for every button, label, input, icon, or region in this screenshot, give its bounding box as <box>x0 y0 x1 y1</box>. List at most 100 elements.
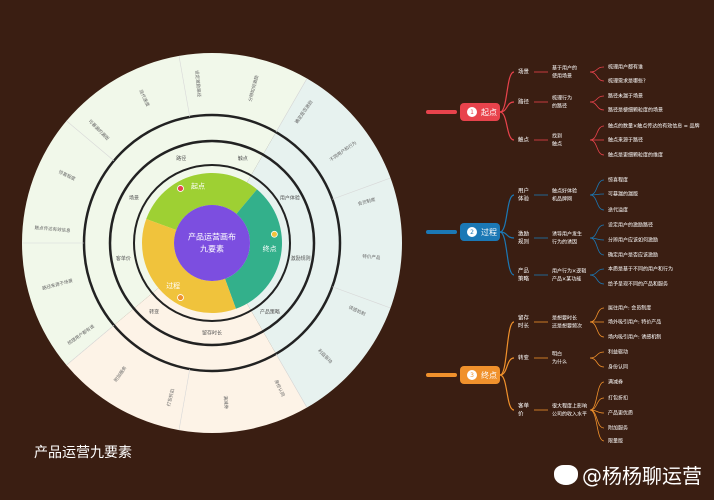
mid-label: 用户行为×逻辑 <box>552 268 586 275</box>
leaf-connector <box>589 125 605 141</box>
mid-label: 梳理行为 <box>552 95 572 102</box>
inner-segment-start <box>146 173 257 231</box>
mid-label: 很大程度上影响 <box>552 403 587 410</box>
leaf-connector <box>589 357 605 368</box>
group-label: 规则 <box>518 238 529 246</box>
mid-label: 行为的诱因 <box>552 239 577 246</box>
leaf-label: 确定用户是否应该激励 <box>608 252 658 259</box>
leaf-label: 路径未漏于场景 <box>608 93 643 100</box>
group-connector <box>499 357 515 376</box>
outer-ring-label: 设定激励路径 <box>193 70 202 98</box>
ring-inner <box>133 164 291 322</box>
leaf-label: 触点是更细颗粒度的维度 <box>608 152 663 159</box>
mid-ring-label: 场景 <box>129 195 139 202</box>
outer-divider <box>178 369 191 431</box>
outer-ring-label: 特价产品 <box>362 253 381 262</box>
group-label: 客单 <box>518 402 530 410</box>
ring-middle <box>108 139 316 347</box>
group-label: 策略 <box>518 275 530 283</box>
leaf-connector <box>589 237 605 256</box>
leaf-label: 场外吸引用户: 特价产品 <box>608 319 661 326</box>
leaf-label: 限量版 <box>608 438 623 445</box>
leaf-label: 梳理用户都有谁 <box>608 64 643 71</box>
phase-label: 过程 <box>481 227 497 237</box>
group-label: 留存 <box>518 314 530 322</box>
leaf-connector <box>589 71 605 82</box>
outer-ring-label: 会员制度 <box>357 196 377 208</box>
outer-divider <box>275 78 308 133</box>
mid-ring-label: 产品策略 <box>260 308 280 315</box>
mid-ring-label: 路径 <box>176 155 186 162</box>
leaf-label: 触点的数量×触点传达的有效信息 = 品牌 <box>608 123 700 130</box>
leaf-label: 可暴漏的漏版 <box>608 191 638 198</box>
leaf-connector <box>589 139 605 156</box>
mid-label: 触点 <box>552 141 562 148</box>
leaf-connector <box>589 268 605 276</box>
leaf-connector <box>589 351 605 359</box>
outer-sector-process <box>66 243 307 433</box>
outer-ring-label: 满减券 <box>222 395 230 410</box>
outer-divider <box>332 177 391 200</box>
group-label: 路径 <box>518 98 530 106</box>
mid-ring-label: 触点 <box>238 155 248 162</box>
outer-divider <box>66 325 115 366</box>
leaf-label: 设定用户的激励路径 <box>608 222 653 229</box>
leaf-connector <box>589 274 605 285</box>
group-label: 价 <box>518 411 524 418</box>
group-label: 转变 <box>518 354 530 362</box>
leaf-label: 产品更优质 <box>608 410 633 417</box>
outer-divider <box>332 286 391 309</box>
leaf-label: 满减券 <box>608 379 623 386</box>
leaf-connector <box>589 194 605 211</box>
leaf-connector <box>589 224 605 239</box>
phase-number-circle <box>467 107 477 117</box>
center-circle <box>174 205 250 281</box>
inner-segment-process <box>142 219 236 313</box>
group-label: 体验 <box>518 195 530 203</box>
leaf-connector <box>589 95 605 103</box>
leaf-connector <box>589 397 605 411</box>
phase-number: 1 <box>470 109 474 116</box>
leaf-label: 分辨用户应该如何激励 <box>608 237 658 244</box>
inner-label-start: 起点 <box>191 183 205 191</box>
outer-divider <box>178 55 191 117</box>
mid-label: 触点好体验 <box>552 188 577 195</box>
outer-divider <box>275 353 308 408</box>
phase-number-circle <box>467 370 477 380</box>
paw-logo-icon <box>554 465 578 485</box>
mid-label: 还是想要频次 <box>552 323 582 330</box>
leaf-connector <box>589 66 605 73</box>
group-connector <box>499 71 515 113</box>
leaf-label: 迭代溢度 <box>608 207 628 214</box>
center-title-line2: 九要素 <box>200 244 224 254</box>
watermark-text: @杨杨聊运营 <box>582 464 702 488</box>
group-connector <box>499 231 515 276</box>
mid-label: 基于用户的 <box>552 65 577 72</box>
group-label: 时长 <box>518 322 530 330</box>
outer-divider <box>66 120 115 161</box>
leaf-label: 属往用户: 会员制度 <box>608 305 651 312</box>
group-label: 场景 <box>518 68 530 76</box>
mid-label: 诱导用户发生 <box>552 231 582 238</box>
leaf-connector <box>589 321 605 338</box>
segment-dot <box>177 294 184 301</box>
mid-label: 公司的收入水平 <box>552 411 587 418</box>
leaf-connector <box>589 101 605 111</box>
leaf-connector <box>589 307 605 323</box>
inner-label-process: 过程 <box>166 281 180 290</box>
nine-element-wheel: 产品运营画布九要素起点终点过程场景路径触点用户体验激励规则产品策略留存时长转变客… <box>21 52 402 433</box>
mid-label: 产品×某功能 <box>552 276 581 283</box>
mid-label: 使用场景 <box>552 73 572 80</box>
segment-dot <box>177 185 184 192</box>
mid-ring-label: 转变 <box>149 308 159 315</box>
segment-dot <box>270 230 278 238</box>
phase-label: 终点 <box>481 370 497 380</box>
leaf-label: 附加服务 <box>608 425 628 432</box>
group-connector <box>499 101 515 113</box>
leaf-label: 打包折扣 <box>608 395 628 402</box>
